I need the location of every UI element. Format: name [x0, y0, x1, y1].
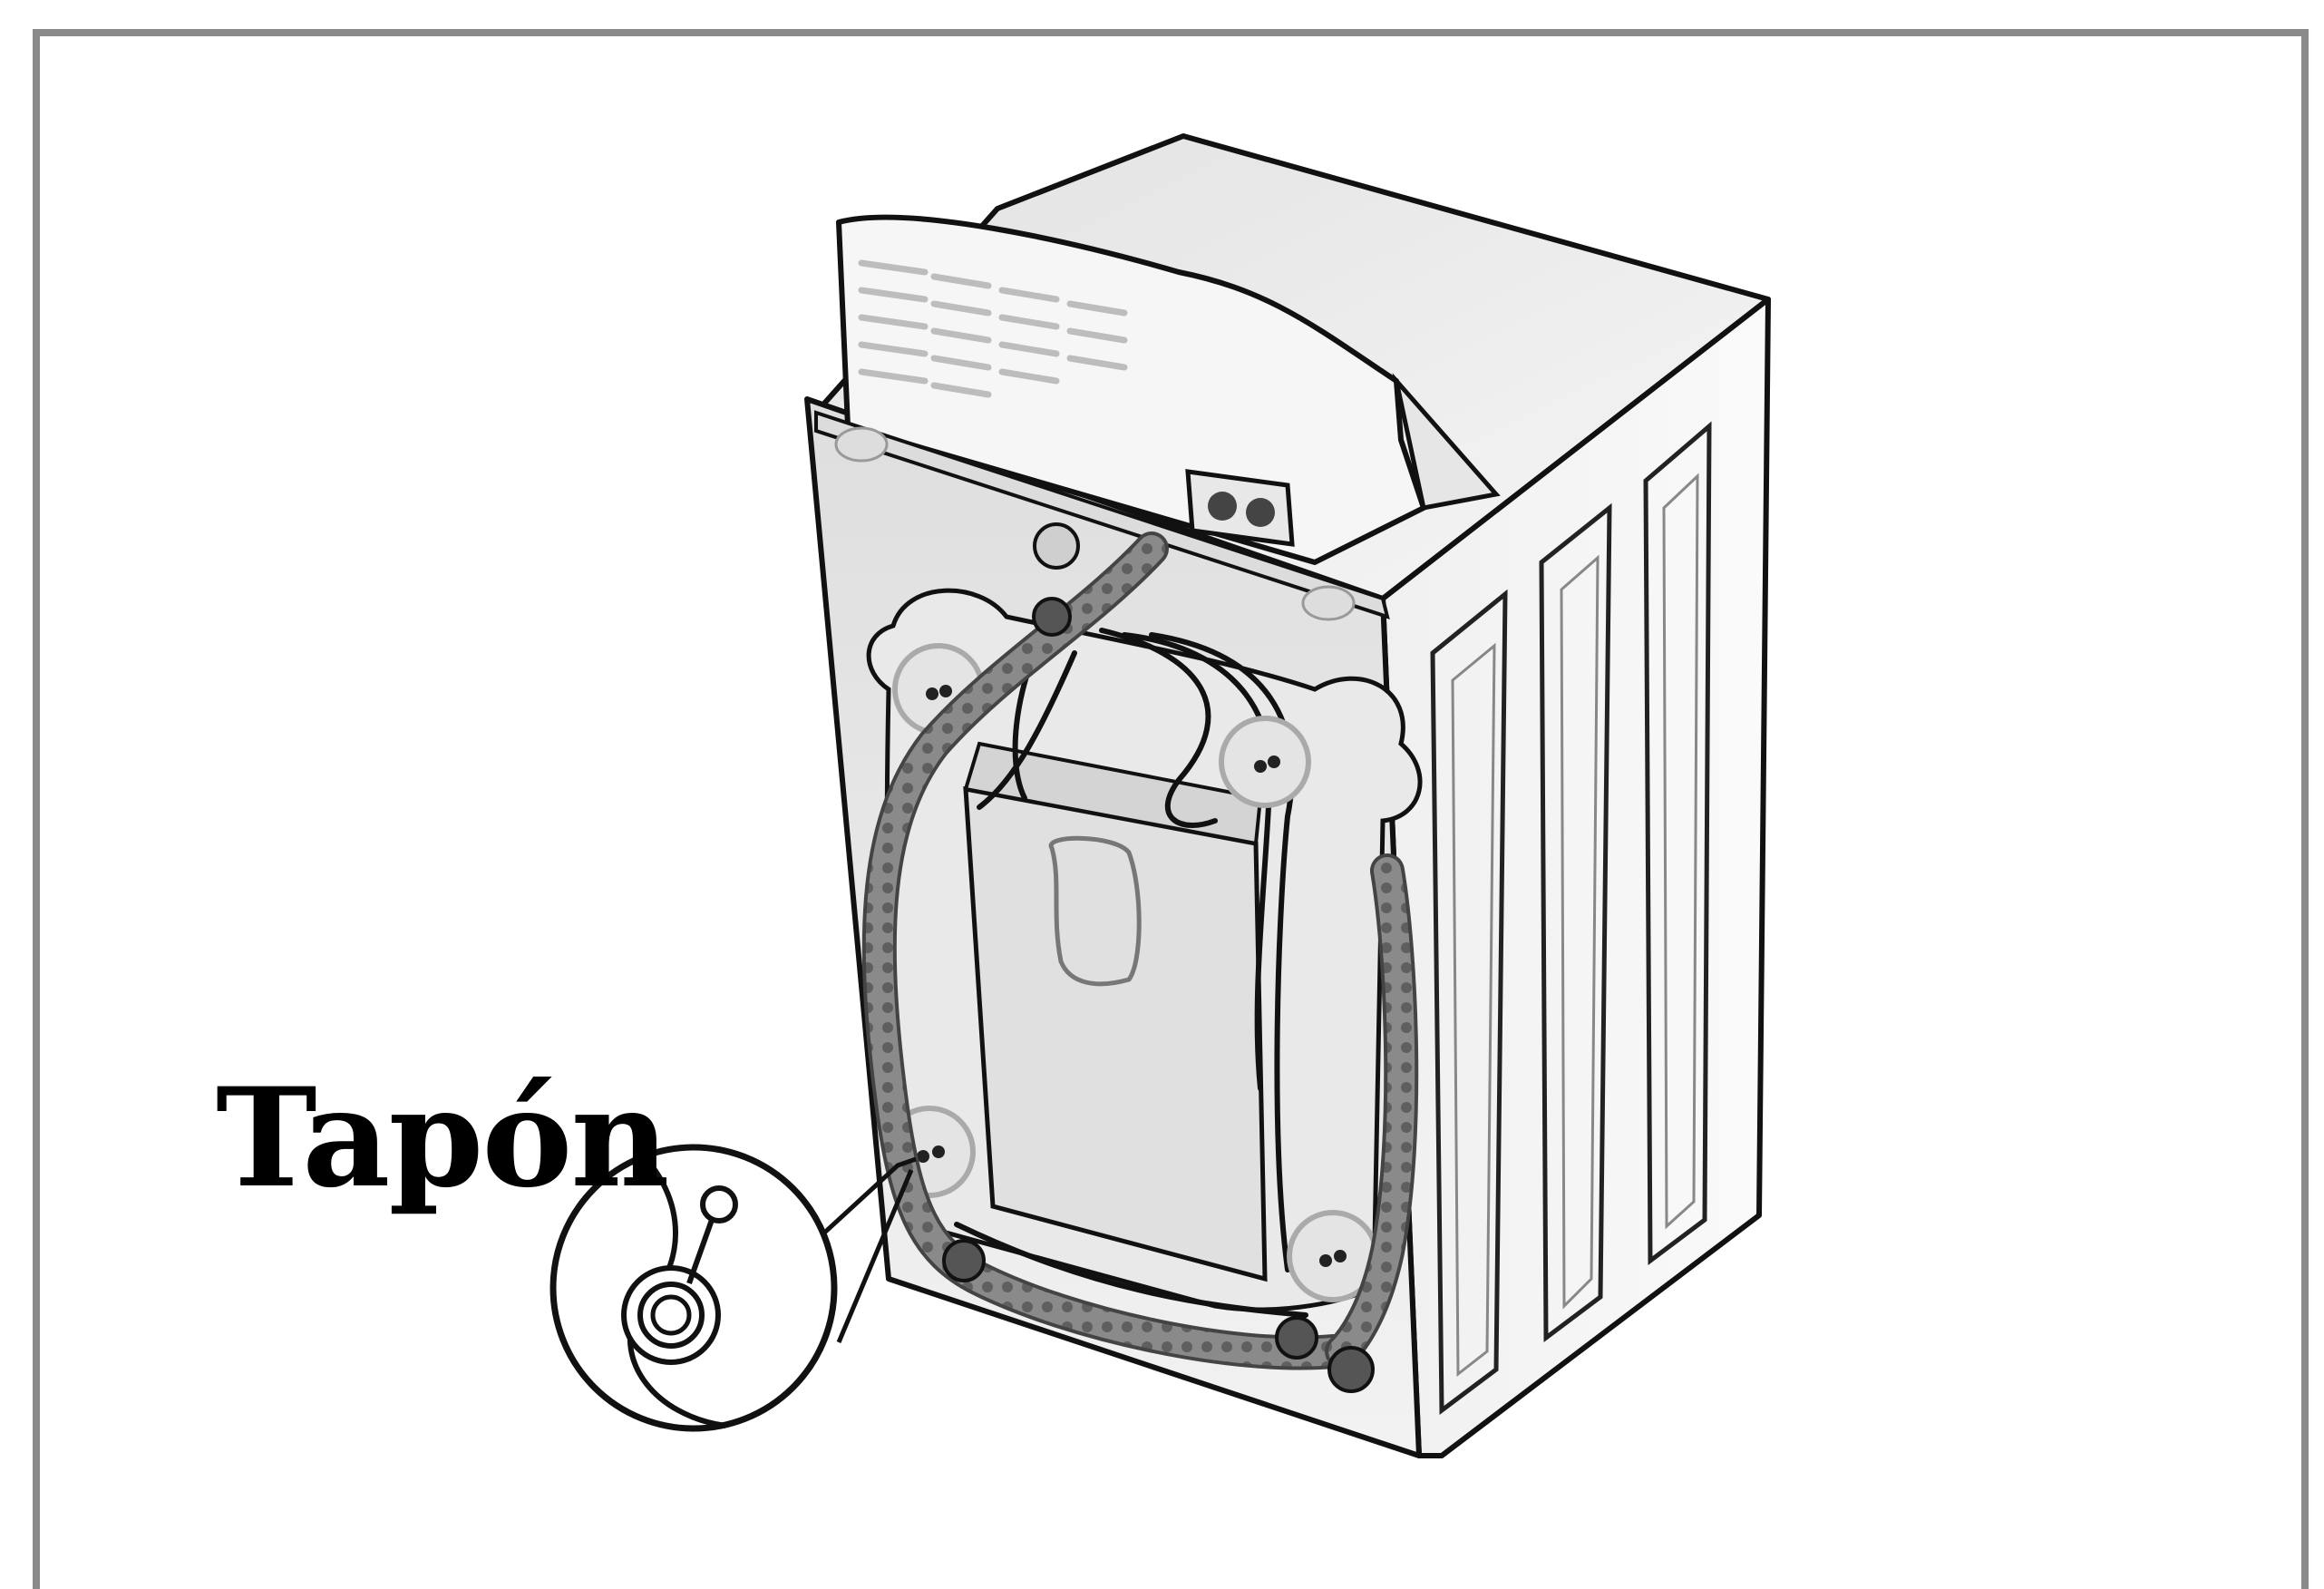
- plug-callout-label: Tapón: [216, 1070, 667, 1206]
